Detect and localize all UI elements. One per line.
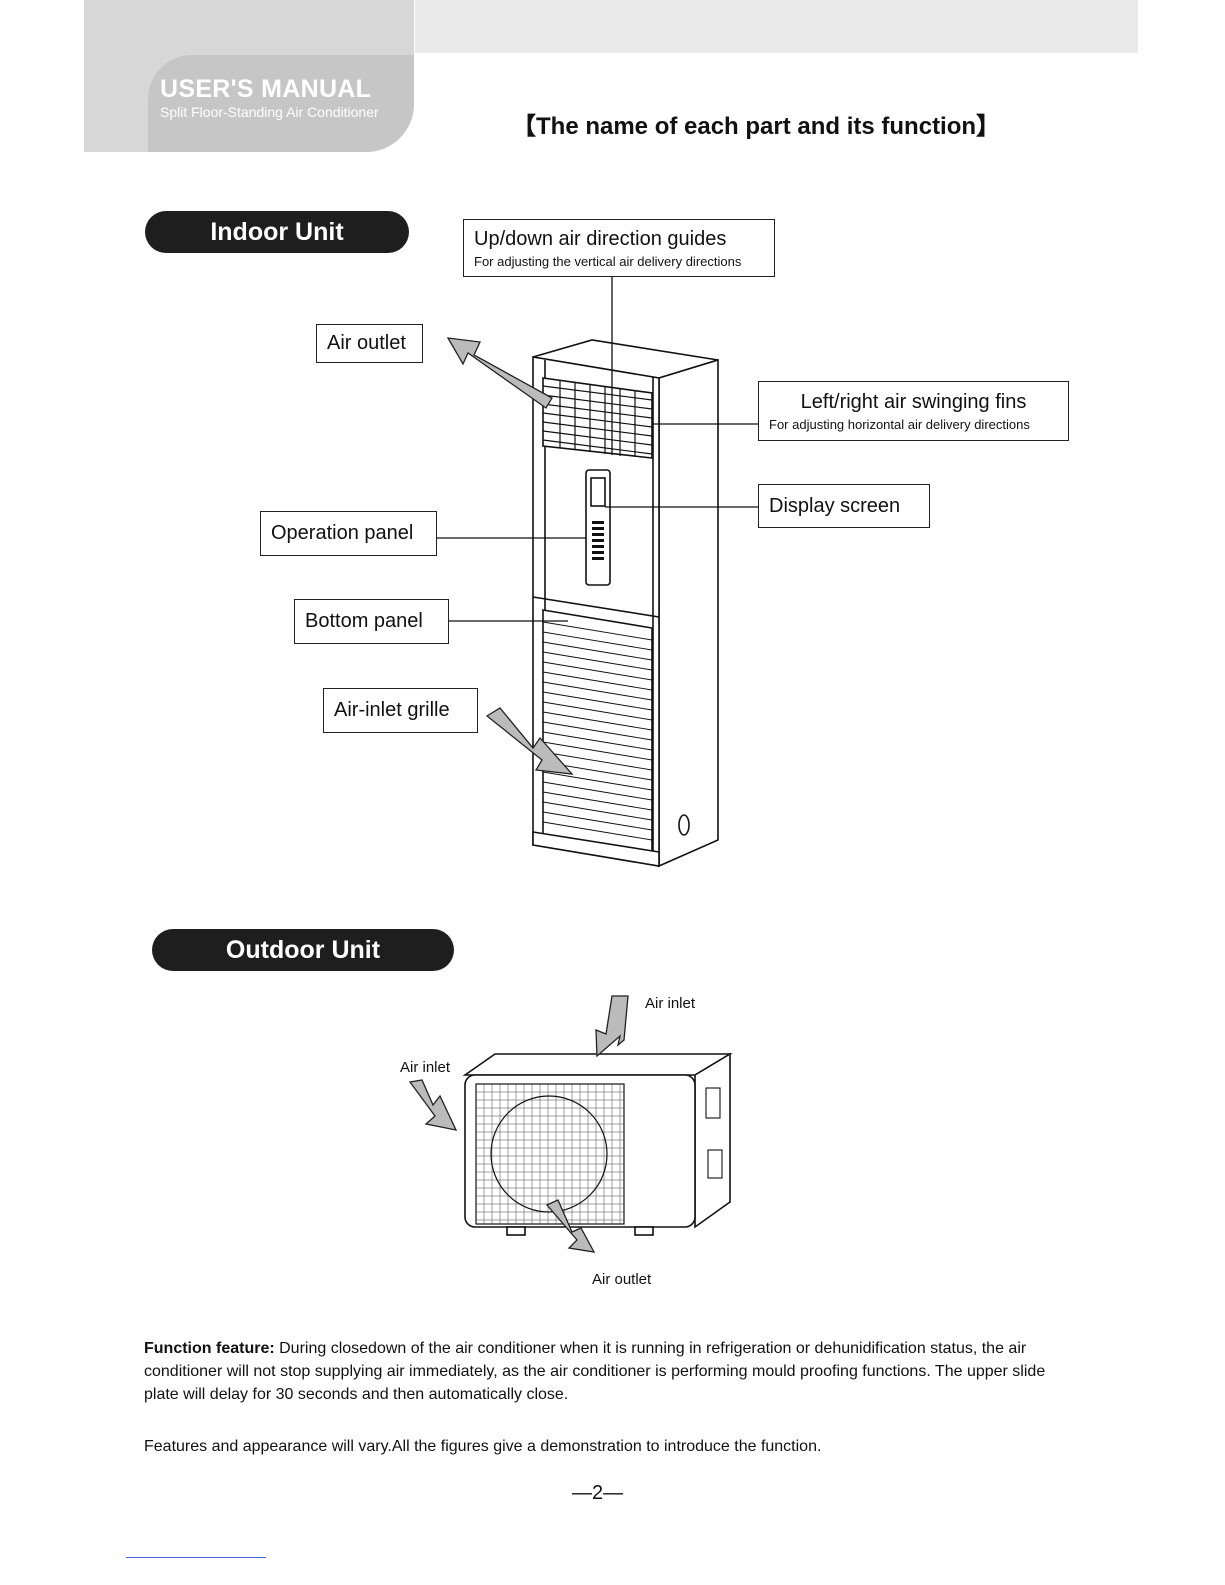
footer-line bbox=[126, 1557, 266, 1558]
label-display-screen: Display screen bbox=[758, 484, 930, 528]
page-heading: 【The name of each part and its function】 bbox=[512, 113, 1001, 140]
display-screen-text: Display screen bbox=[769, 494, 901, 517]
operation-panel-text: Operation panel bbox=[271, 522, 414, 544]
label-leftright-fins: Left/right air swinging fins For adjusti… bbox=[758, 381, 1069, 441]
caption-air-inlet-top: Air inlet bbox=[645, 995, 696, 1012]
label-updown-guides: Up/down air direction guides For adjusti… bbox=[463, 219, 775, 277]
label-air-outlet: Air outlet bbox=[316, 324, 423, 363]
left-inlet-arrow bbox=[408, 1079, 458, 1131]
page-number: —2— bbox=[572, 1482, 624, 1504]
inlet-arrow bbox=[485, 707, 574, 775]
header-bar bbox=[415, 0, 1138, 53]
header-tab-inner bbox=[148, 55, 414, 152]
function-feature-paragraph: Function feature: During closedown of th… bbox=[144, 1337, 1064, 1406]
caption-air-inlet-left: Air inlet bbox=[400, 1059, 451, 1076]
function-feature-label: Function feature: bbox=[144, 1340, 275, 1357]
leftright-fins-title: Left/right air swinging fins bbox=[800, 390, 1027, 413]
updown-guides-sub: For adjusting the vertical air delivery … bbox=[474, 253, 742, 269]
manual-title: USER'S MANUAL bbox=[160, 75, 372, 103]
note-paragraph: Features and appearance will vary.All th… bbox=[144, 1438, 822, 1455]
air-inlet-grille-text: Air-inlet grille bbox=[334, 699, 450, 721]
caption-air-outlet: Air outlet bbox=[592, 1271, 652, 1288]
leftright-fins-sub: For adjusting horizontal air delivery di… bbox=[769, 416, 1030, 432]
manual-subtitle: Split Floor-Standing Air Conditioner bbox=[160, 104, 379, 120]
indoor-unit-label: Indoor Unit bbox=[145, 211, 409, 253]
outdoor-unit-drawing bbox=[462, 1052, 733, 1236]
bottom-panel-text: Bottom panel bbox=[305, 610, 423, 632]
indoor-unit-drawing bbox=[532, 339, 719, 868]
label-bottom-panel: Bottom panel bbox=[294, 599, 449, 644]
function-feature-body: During closedown of the air conditioner … bbox=[144, 1340, 1046, 1403]
label-operation-panel: Operation panel bbox=[260, 511, 437, 556]
top-inlet-arrow bbox=[595, 995, 629, 1058]
air-outlet-text: Air outlet bbox=[327, 332, 406, 354]
outdoor-unit-label: Outdoor Unit bbox=[152, 929, 454, 971]
label-air-inlet-grille: Air-inlet grille bbox=[323, 688, 478, 733]
outlet-arrow-outdoor bbox=[545, 1199, 596, 1253]
outlet-arrow bbox=[446, 337, 553, 409]
updown-guides-title: Up/down air direction guides bbox=[474, 227, 727, 250]
